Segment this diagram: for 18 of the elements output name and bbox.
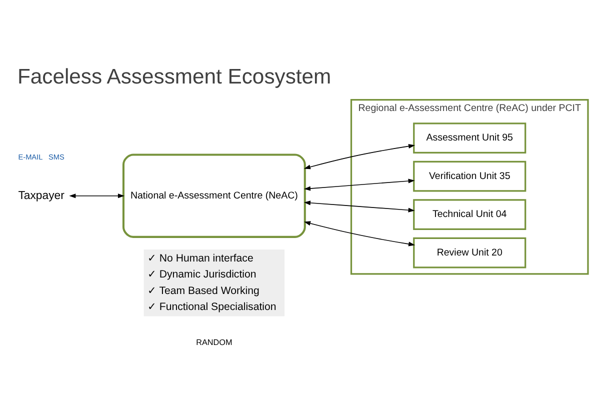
label: E-MAIL SMS: [18, 152, 64, 161]
label: ✓ Functional Specialisation: [147, 300, 276, 313]
node-box: Assessment Unit 95: [413, 122, 526, 154]
arrow: [304, 220, 416, 246]
node-box: Verification Unit 35: [413, 160, 526, 192]
label: ✓ No Human interface: [147, 252, 254, 264]
node-box: National e-Assessment Centre (NeAC): [122, 153, 306, 238]
arrow: [69, 193, 124, 198]
node-box: Review Unit 20: [413, 236, 526, 268]
label: ✓ Dynamic Jurisdiction: [147, 268, 256, 280]
arrow: [304, 178, 415, 190]
node-text: Taxpayer: [18, 189, 64, 202]
diagram-title: Faceless Assessment Ecosystem: [17, 64, 332, 88]
label: ✓ Team Based Working: [147, 284, 260, 296]
arrow: [304, 200, 415, 212]
arrow: [304, 143, 416, 169]
label: RANDOM: [196, 338, 232, 347]
node-box: Technical Unit 04: [413, 198, 526, 230]
